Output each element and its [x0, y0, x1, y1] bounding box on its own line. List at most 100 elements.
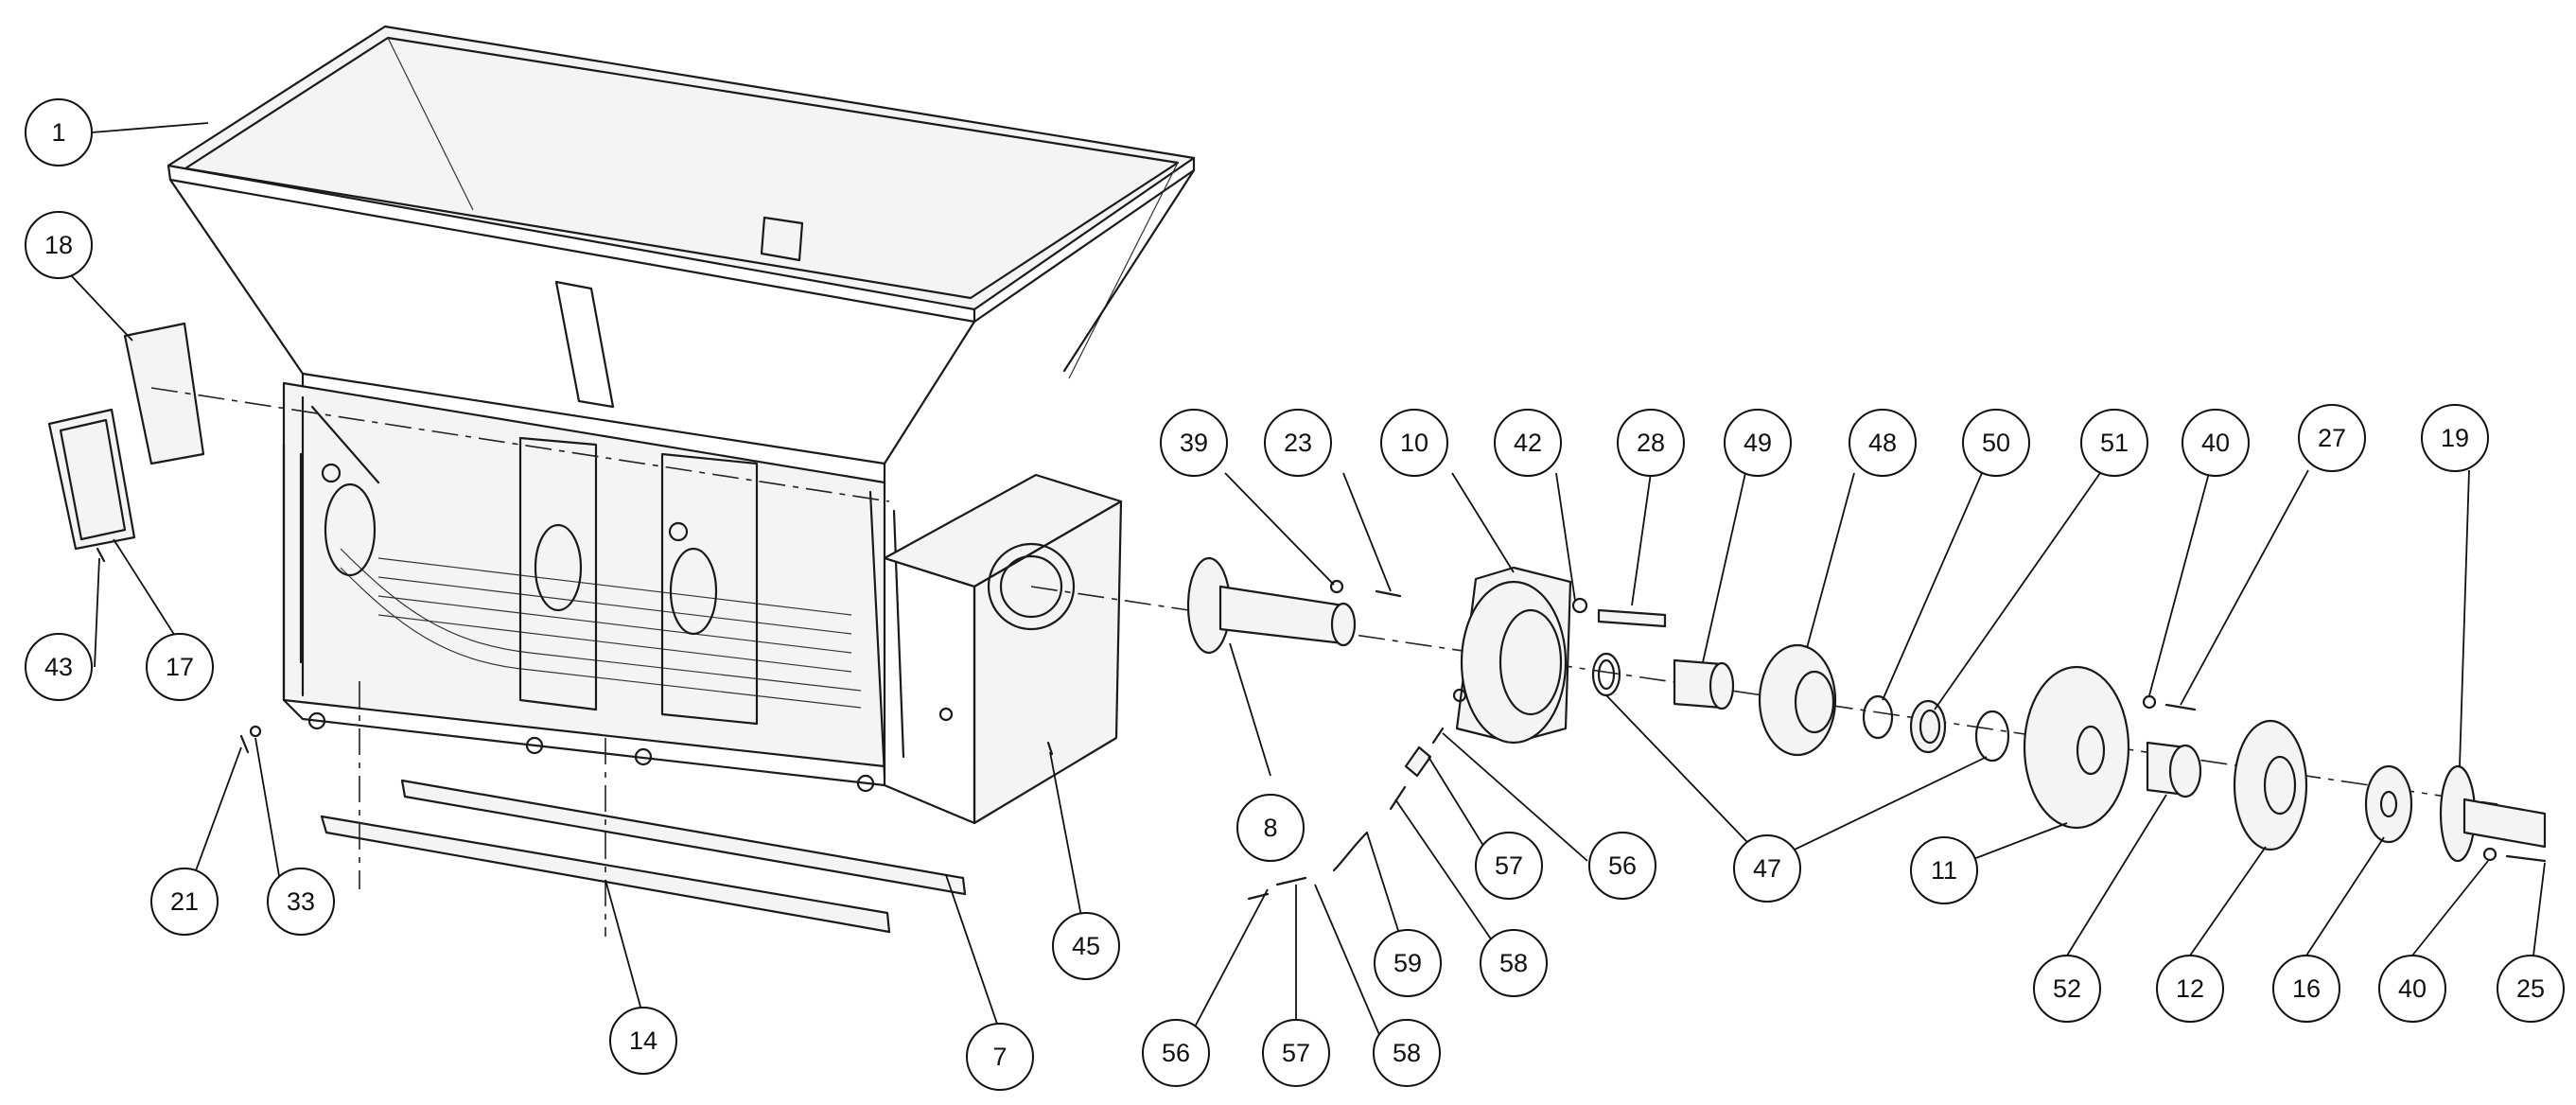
callout-33: 33 [267, 868, 335, 936]
svg-text:58: 58 [1499, 949, 1528, 977]
callout-59: 59 [1374, 929, 1442, 997]
callout-25: 25 [2497, 955, 2565, 1023]
shaft-flange-8 [1186, 556, 1357, 655]
splined-shaft-19 [2439, 764, 2547, 863]
svg-text:10: 10 [1400, 429, 1428, 457]
callout-8: 8 [1236, 794, 1305, 862]
callout-10: 10 [1380, 409, 1448, 477]
svg-text:45: 45 [1072, 932, 1100, 960]
callout-57-a: 57 [1475, 832, 1543, 900]
washer-33 [249, 725, 262, 738]
svg-text:49: 49 [1744, 429, 1772, 457]
svg-text:12: 12 [2176, 974, 2204, 1003]
washer-39 [1329, 579, 1344, 594]
cover-strip-14 [320, 815, 891, 934]
callout-42: 42 [1494, 409, 1562, 477]
bolt-28 [1597, 608, 1667, 628]
screw-43 [96, 547, 106, 563]
callout-39: 39 [1160, 409, 1228, 477]
svg-text:40: 40 [2201, 429, 2230, 457]
washer-42 [1571, 597, 1588, 614]
callout-51: 51 [2080, 409, 2148, 477]
callout-19: 19 [2421, 404, 2489, 472]
gasket-frame-17 [47, 408, 136, 551]
bearing-48 [1758, 643, 1837, 757]
callout-57-b: 57 [1262, 1019, 1330, 1087]
callout-27: 27 [2298, 404, 2366, 472]
svg-text:7: 7 [992, 1043, 1007, 1071]
callout-56-a: 56 [1588, 832, 1656, 900]
callout-45: 45 [1052, 912, 1120, 980]
svg-text:48: 48 [1868, 429, 1897, 457]
callout-43: 43 [25, 633, 93, 701]
callout-40-top: 40 [2182, 409, 2250, 477]
callout-58-a: 58 [1480, 929, 1548, 997]
callout-17: 17 [146, 633, 214, 701]
svg-text:57: 57 [1282, 1039, 1310, 1067]
callout-50: 50 [1962, 409, 2030, 477]
svg-text:47: 47 [1753, 854, 1781, 883]
svg-text:56: 56 [1162, 1039, 1190, 1067]
callout-18: 18 [25, 211, 93, 279]
cover-strip-7 [400, 779, 967, 896]
svg-text:50: 50 [1982, 429, 2010, 457]
callout-40-bottom: 40 [2378, 955, 2446, 1023]
svg-text:1: 1 [51, 118, 65, 147]
bearing-housing-10 [1452, 566, 1572, 745]
svg-text:19: 19 [2441, 424, 2469, 452]
svg-text:51: 51 [2100, 429, 2129, 457]
svg-text:57: 57 [1495, 851, 1523, 880]
end-plate-11 [2023, 665, 2130, 830]
hopper-body [166, 25, 1196, 793]
callout-47: 47 [1733, 834, 1801, 903]
hub-52 [2146, 741, 2202, 798]
callout-14: 14 [609, 1007, 677, 1075]
svg-text:8: 8 [1263, 814, 1277, 842]
sprocket-12 [2233, 719, 2308, 851]
bolt-25 [2505, 854, 2547, 863]
svg-text:39: 39 [1180, 429, 1208, 457]
bolt-27 [2164, 703, 2197, 711]
cover-plate-18 [123, 322, 205, 465]
svg-text:40: 40 [2398, 974, 2427, 1003]
svg-text:42: 42 [1514, 429, 1542, 457]
svg-text:58: 58 [1393, 1039, 1421, 1067]
spacer-16 [2364, 764, 2413, 844]
svg-text:17: 17 [166, 653, 194, 681]
svg-text:11: 11 [1931, 856, 1957, 885]
callout-21: 21 [150, 868, 219, 936]
callout-7: 7 [966, 1023, 1034, 1091]
svg-text:59: 59 [1393, 949, 1422, 977]
svg-text:43: 43 [44, 653, 73, 681]
callout-58-b: 58 [1373, 1019, 1441, 1087]
svg-text:28: 28 [1637, 429, 1665, 457]
svg-text:52: 52 [2053, 974, 2081, 1003]
callout-56-b: 56 [1142, 1019, 1210, 1087]
sleeve-49 [1673, 658, 1735, 710]
svg-text:33: 33 [287, 887, 315, 916]
callout-48: 48 [1849, 409, 1917, 477]
bolt-21 [239, 734, 250, 754]
svg-text:21: 21 [170, 887, 199, 916]
svg-text:16: 16 [2292, 974, 2321, 1003]
callout-1: 1 [25, 98, 93, 167]
end-guard [883, 473, 1123, 825]
washer-40-b [2482, 847, 2497, 862]
bolt-45 [1046, 741, 1054, 756]
svg-text:18: 18 [44, 231, 73, 259]
svg-text:25: 25 [2516, 974, 2545, 1003]
washer-40-a [2142, 694, 2157, 710]
seal-47-b [1974, 710, 2010, 763]
callout-52: 52 [2033, 955, 2101, 1023]
svg-text:27: 27 [2318, 424, 2346, 452]
callout-28: 28 [1617, 409, 1685, 477]
callout-16: 16 [2272, 955, 2340, 1023]
svg-text:14: 14 [629, 1026, 657, 1055]
callout-23: 23 [1264, 409, 1332, 477]
leader-lines [70, 122, 2546, 1051]
svg-text:56: 56 [1608, 851, 1637, 880]
bolt-23 [1375, 589, 1402, 598]
svg-text:23: 23 [1284, 429, 1312, 457]
snap-ring-50 [1862, 694, 1894, 740]
